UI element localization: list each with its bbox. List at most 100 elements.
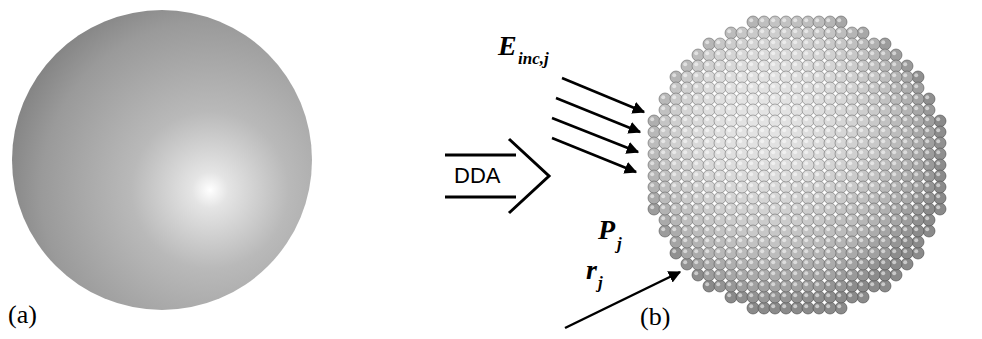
ball-highlight: [771, 238, 775, 242]
dipole-ball: [890, 60, 902, 72]
ball-highlight: [848, 117, 852, 121]
dipole-ball: [648, 137, 660, 149]
dipole-ball: [780, 247, 792, 259]
ball-highlight: [848, 62, 852, 66]
dipole-ball: [846, 60, 858, 72]
dipole-ball: [857, 71, 869, 83]
ball-highlight: [771, 249, 775, 253]
dipole-ball: [747, 104, 759, 116]
ball-highlight: [826, 282, 830, 286]
dipole-ball: [747, 258, 759, 270]
dipole-ball: [692, 225, 704, 237]
ball-highlight: [804, 161, 808, 165]
dipole-ball: [747, 236, 759, 248]
ball-highlight: [892, 183, 896, 187]
ball-highlight: [683, 249, 687, 253]
ball-highlight: [738, 40, 742, 44]
ball-highlight: [815, 227, 819, 231]
ball-highlight: [804, 51, 808, 55]
ball-highlight: [848, 161, 852, 165]
ball-highlight: [837, 205, 841, 209]
ball-highlight: [716, 106, 720, 110]
ball-highlight: [672, 73, 676, 77]
ball-highlight: [749, 260, 753, 264]
ball-highlight: [848, 293, 852, 297]
dipole-ball: [846, 71, 858, 83]
dipole-symbol: P: [598, 216, 615, 244]
dipole-ball: [736, 159, 748, 171]
dipole-ball: [813, 291, 825, 303]
dipole-ball: [747, 203, 759, 215]
dipole-ball: [857, 181, 869, 193]
ball-highlight: [793, 117, 797, 121]
ball-highlight: [716, 205, 720, 209]
ball-highlight: [650, 161, 654, 165]
dipole-ball: [879, 60, 891, 72]
ball-highlight: [716, 260, 720, 264]
dipole-ball: [670, 104, 682, 116]
ball-highlight: [683, 194, 687, 198]
dipole-ball: [703, 126, 715, 138]
dipole-ball: [923, 137, 935, 149]
dipole-ball: [736, 82, 748, 94]
ball-highlight: [738, 106, 742, 110]
ball-highlight: [826, 73, 830, 77]
ball-highlight: [661, 117, 665, 121]
dipole-ball: [703, 137, 715, 149]
dipole-ball: [813, 258, 825, 270]
dipole-ball: [879, 181, 891, 193]
dipole-ball: [835, 137, 847, 149]
ball-highlight: [727, 84, 731, 88]
dipole-ball: [780, 93, 792, 105]
dipole-ball: [912, 71, 924, 83]
dipole-ball: [890, 181, 902, 193]
dipole-ball: [692, 159, 704, 171]
dipole-ball: [725, 214, 737, 226]
dipole-ball: [714, 214, 726, 226]
ball-highlight: [705, 161, 709, 165]
dipole-ball: [681, 148, 693, 160]
dipole-ball: [791, 38, 803, 50]
dipole-ball: [780, 126, 792, 138]
ball-highlight: [650, 172, 654, 176]
dipole-ball: [857, 159, 869, 171]
ball-highlight: [683, 95, 687, 99]
dipole-ball: [703, 93, 715, 105]
dipole-ball: [835, 192, 847, 204]
dipole-ball: [758, 27, 770, 39]
ball-highlight: [650, 128, 654, 132]
ball-highlight: [837, 216, 841, 220]
dipole-ball: [846, 27, 858, 39]
ball-highlight: [749, 139, 753, 143]
ball-highlight: [760, 62, 764, 66]
ball-highlight: [771, 73, 775, 77]
dipole-ball: [802, 170, 814, 182]
ball-highlight: [870, 183, 874, 187]
dipole-ball: [736, 148, 748, 160]
dipole-ball: [769, 269, 781, 281]
dipole-ball: [868, 247, 880, 259]
ball-highlight: [705, 238, 709, 242]
ball-highlight: [672, 106, 676, 110]
dipole-ball: [912, 247, 924, 259]
ball-highlight: [760, 51, 764, 55]
dipole-ball: [714, 258, 726, 270]
ball-highlight: [826, 62, 830, 66]
dipole-ball: [714, 115, 726, 127]
ball-highlight: [771, 84, 775, 88]
ball-highlight: [881, 194, 885, 198]
ball-highlight: [892, 84, 896, 88]
dipole-ball: [670, 181, 682, 193]
ball-highlight: [848, 172, 852, 176]
ball-highlight: [716, 51, 720, 55]
dipole-ball: [769, 137, 781, 149]
dipole-ball: [736, 38, 748, 50]
ball-highlight: [925, 216, 929, 220]
ball-highlight: [694, 117, 698, 121]
dipole-ball: [824, 126, 836, 138]
dipole-ball: [846, 236, 858, 248]
dipole-ball: [769, 27, 781, 39]
ball-highlight: [804, 40, 808, 44]
ball-highlight: [870, 238, 874, 242]
ball-highlight: [694, 194, 698, 198]
